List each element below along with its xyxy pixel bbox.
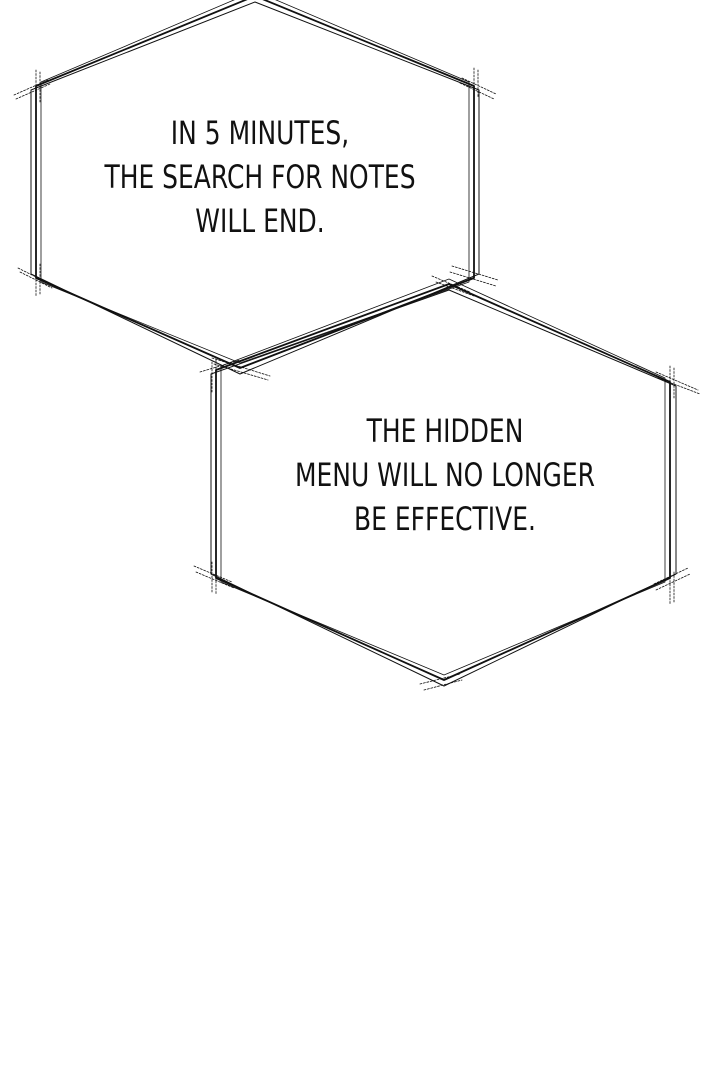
- bubble-2-line-3: BE EFFECTIVE.: [354, 500, 536, 538]
- bubble-2-line-1: THE HIDDEN: [366, 412, 524, 450]
- hexagon-bubble-1: [13, 0, 497, 381]
- bubble-2-text: THE HIDDEN MENU WILL NO LONGER BE EFFECT…: [289, 409, 601, 541]
- bubble-2-line-2: MENU WILL NO LONGER: [294, 456, 596, 494]
- bubble-1-line-2: THE SEARCH FOR NOTES: [104, 158, 416, 196]
- bubble-1-line-1: IN 5 MINUTES,: [170, 114, 350, 152]
- bubble-1-text: IN 5 MINUTES, THE SEARCH FOR NOTES WILL …: [104, 111, 416, 243]
- hexagon-bubble-2: [193, 265, 701, 691]
- bubble-1-line-3: WILL END.: [195, 202, 325, 240]
